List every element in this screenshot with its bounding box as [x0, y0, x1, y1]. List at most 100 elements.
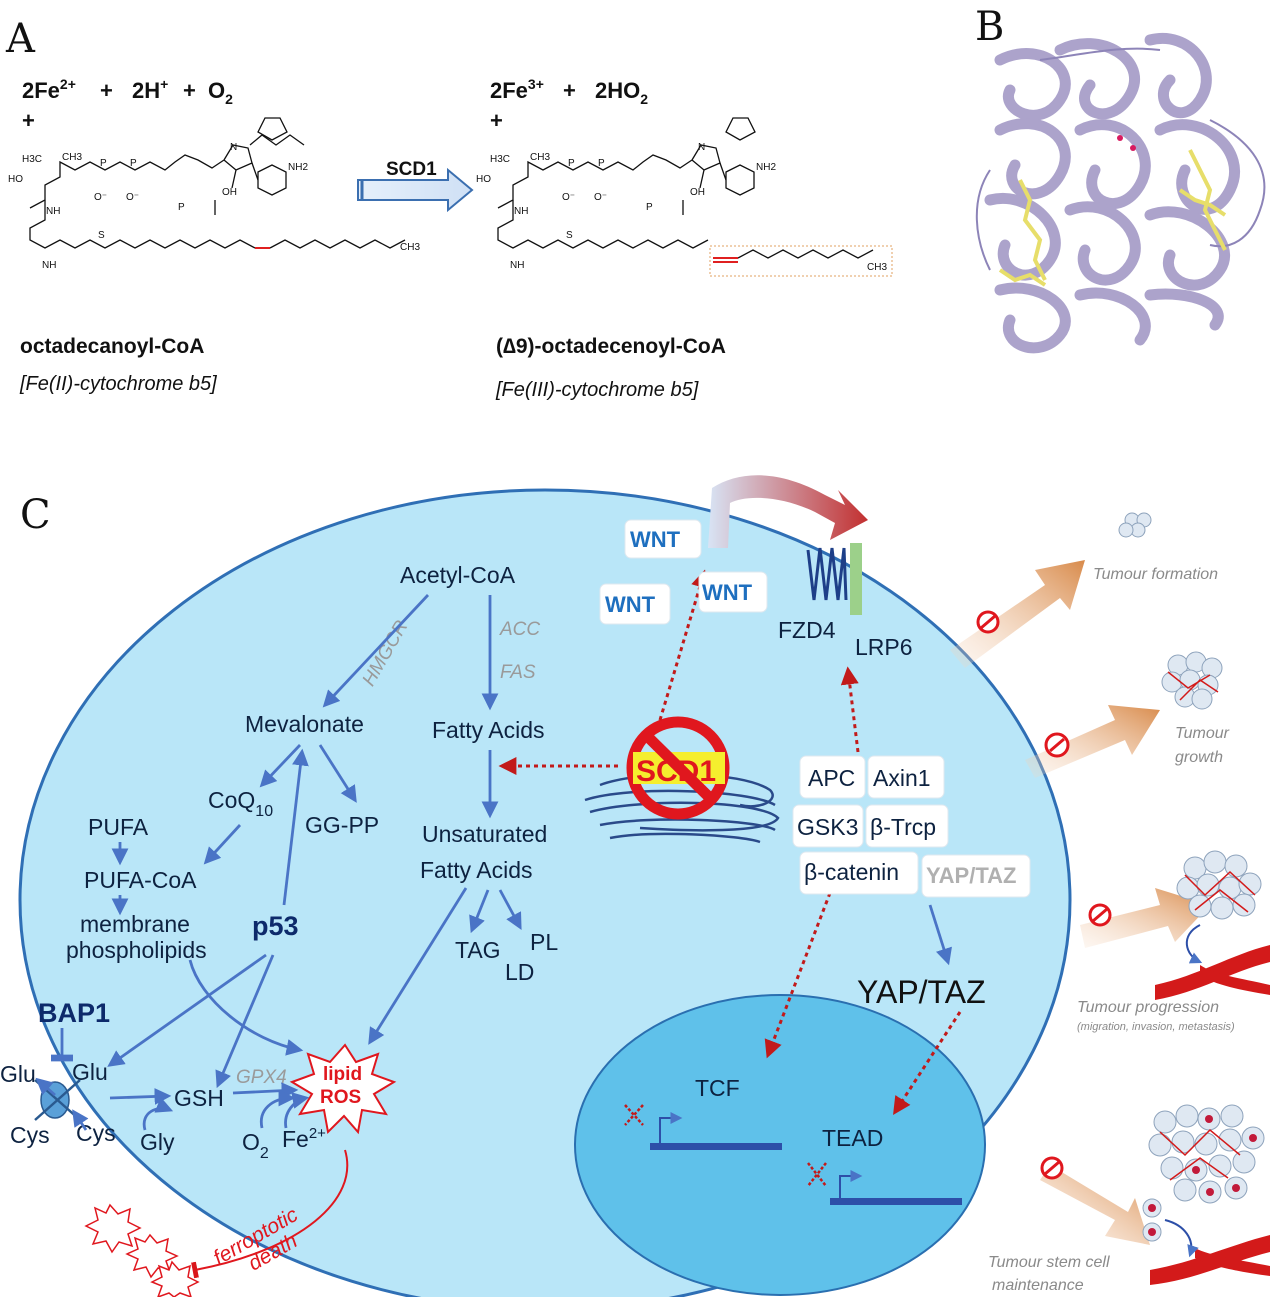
svg-text:CH3: CH3 [62, 152, 82, 163]
tumour-formation-label: Tumour formation [1093, 566, 1218, 583]
svg-text:N: N [698, 142, 705, 153]
svg-text:WNT: WNT [630, 527, 681, 552]
tumour-progression-note: (migration, invasion, metastasis) [1077, 1021, 1235, 1033]
svg-text:O⁻: O⁻ [562, 192, 575, 203]
octadecenoyl-coa-structure [497, 117, 893, 277]
svg-text:OH: OH [222, 187, 237, 198]
svg-text:WNT: WNT [605, 592, 656, 617]
svg-text:P: P [646, 202, 653, 213]
h-left: 2H [132, 78, 160, 103]
ferroptotic-death-bursts [84, 1203, 200, 1297]
svg-text:Axin1: Axin1 [873, 765, 931, 791]
wnt-secretion-arrow [708, 475, 868, 548]
svg-text:CH3: CH3 [867, 262, 887, 273]
outcome-arrow-formation [950, 560, 1085, 668]
fe-left-charge: 2+ [60, 76, 76, 92]
o2-left: O [208, 78, 225, 103]
ld-label: LD [505, 959, 534, 985]
fzd4-label: FZD4 [778, 617, 836, 643]
wnt-ligand-1: WNT [624, 519, 702, 559]
svg-text:GSK3: GSK3 [797, 814, 858, 840]
ros-label: ROS [320, 1087, 361, 1108]
svg-text:HO: HO [8, 174, 23, 185]
tead-target-gene [807, 1162, 962, 1205]
tcf-target-gene [624, 1104, 782, 1150]
svg-text:S: S [98, 230, 105, 241]
o2-subscript: 2 [260, 1145, 269, 1162]
o2-label: O [242, 1129, 260, 1155]
fe-charge: 2+ [309, 1125, 326, 1142]
svg-text:P: P [568, 158, 575, 169]
svg-text:β-catenin: β-catenin [804, 859, 899, 885]
svg-text:WNT: WNT [702, 580, 753, 605]
product-cofactor: [Fe(III)-cytochrome b5] [495, 379, 699, 401]
svg-text:CH3: CH3 [530, 152, 550, 163]
p53-label: p53 [252, 911, 299, 941]
svg-text:P: P [178, 202, 185, 213]
axin1-box: Axin1 [867, 755, 945, 799]
fe-left: 2Fe [22, 78, 60, 103]
scd1-reaction-arrow: SCD1 [357, 159, 474, 213]
svg-text:2H+: 2H+ [132, 76, 168, 103]
svg-text:NH: NH [514, 206, 528, 217]
gsk3-box: GSK3 [792, 804, 864, 848]
svg-text:NH2: NH2 [756, 162, 776, 173]
svg-text:P: P [130, 158, 137, 169]
apc-box: APC [799, 755, 866, 799]
svg-text:β-Trcp: β-Trcp [870, 814, 936, 840]
substrate-cofactor: [Fe(II)-cytochrome b5] [19, 373, 217, 395]
svg-text:2HO2: 2HO2 [595, 78, 648, 107]
svg-text:NH: NH [46, 206, 60, 217]
outcome-arrow-growth [1025, 705, 1160, 778]
svg-text:CH3: CH3 [400, 242, 420, 253]
yaptaz-label: YAP/TAZ [857, 974, 986, 1010]
plus-a2: + [183, 78, 196, 103]
tumour-progression-label: Tumour progression [1077, 999, 1219, 1016]
outcome-arrow-progression [1080, 888, 1210, 948]
svg-text:2Fe2+: 2Fe2+ [22, 76, 76, 103]
tcf-label: TCF [695, 1075, 740, 1101]
tumour-growth-icon [1161, 651, 1223, 710]
gsh-label: GSH [174, 1085, 224, 1111]
left-reactants: 2Fe2+ + 2H+ + O2 + [22, 76, 233, 133]
fatty-acids-label: Fatty Acids [432, 717, 544, 743]
membrane-label: membrane [80, 911, 190, 937]
yaptaz-box: YAP/TAZ [921, 854, 1031, 898]
coq-subscript: 10 [255, 803, 273, 820]
cys-outside-label: Cys [10, 1122, 50, 1148]
svg-text:HO: HO [476, 174, 491, 185]
ho2-right-sub: 2 [640, 91, 648, 107]
pl-label: PL [530, 929, 558, 955]
btrcp-box: β-Trcp [865, 804, 949, 848]
pufa-label: PUFA [88, 814, 149, 840]
outcome-arrow-stem [1040, 1156, 1150, 1245]
panel-label-a: A [5, 16, 36, 62]
svg-text:N: N [230, 142, 237, 153]
tumour-growth-label-1: Tumour [1175, 725, 1230, 742]
coq-label: CoQ [208, 787, 255, 813]
svg-text:O⁻: O⁻ [126, 192, 139, 203]
h-left-charge: + [160, 76, 168, 92]
scd1-inhibited-symbol: SCD1 [626, 716, 730, 820]
panel-label-b: B [975, 4, 1004, 50]
right-structure-labels: H3C CH3 HO P P O⁻ O⁻ NH P OH N NH2 NH S … [476, 142, 887, 273]
wnt-ligand-2: WNT [599, 583, 671, 625]
xct-transporter-icon [34, 1079, 81, 1121]
lipid-ros-burst: lipid ROS [289, 1043, 397, 1135]
svg-text:O2: O2 [242, 1129, 269, 1162]
svg-text:P: P [100, 158, 107, 169]
fzd4-receptor-icon [806, 543, 862, 615]
substrate-name: octadecanoyl-CoA [20, 335, 204, 358]
ggpp-label: GG-PP [305, 812, 379, 838]
fe-label: Fe [282, 1126, 309, 1152]
gly-label: Gly [140, 1129, 175, 1155]
plus-b2: + [490, 108, 503, 133]
svg-text:YAP/TAZ: YAP/TAZ [926, 863, 1016, 888]
svg-text:O⁻: O⁻ [594, 192, 607, 203]
tumour-formation-icon [1118, 512, 1152, 538]
fe-right-charge: 3+ [528, 76, 544, 92]
product-name: (∆9)-octadecenoyl-CoA [496, 335, 726, 358]
bcatenin-box: β-catenin [799, 851, 919, 895]
bap1-label: BAP1 [38, 998, 110, 1028]
